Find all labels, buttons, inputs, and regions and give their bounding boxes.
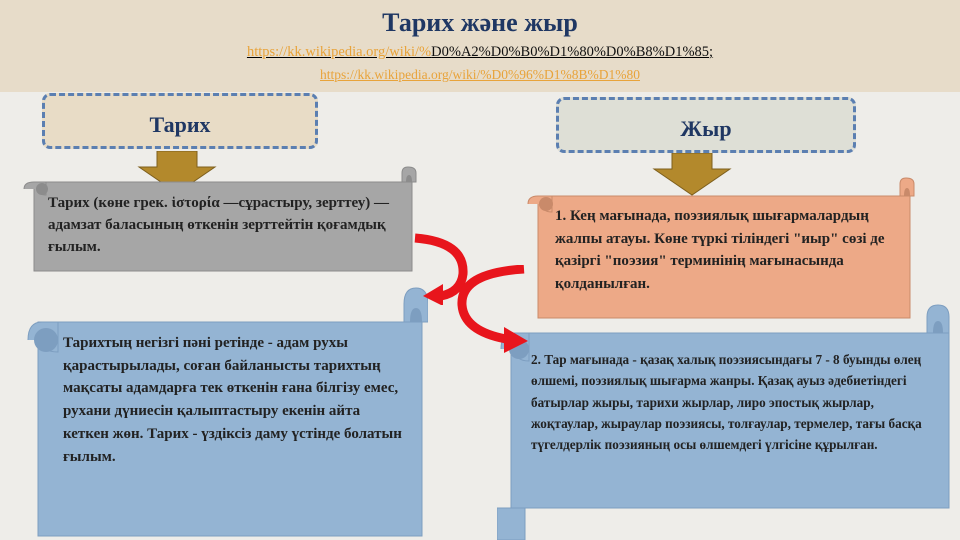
curved-arrow-to-history-subject bbox=[414, 233, 468, 305]
history-tag: Тарих bbox=[42, 93, 318, 149]
poem-down-arrow bbox=[652, 153, 732, 196]
page-title: Тарих және жыр bbox=[382, 8, 578, 37]
history-definition-text: Тарих (көне грек. ἱστορία —сұрастыру, зе… bbox=[48, 195, 390, 255]
history-down-arrow bbox=[137, 151, 217, 194]
link-separator: ; bbox=[709, 44, 714, 60]
poem-broad-scroll bbox=[527, 177, 915, 319]
history-definition-scroll bbox=[23, 166, 417, 272]
header-band: Тарих және жыр https://kk.wikipedia.org/… bbox=[0, 0, 960, 92]
history-subject-text: Тарихтың негізгі пәні ретінде - адам рух… bbox=[63, 335, 402, 465]
curved-arrow-to-poem-narrow bbox=[457, 265, 528, 353]
history-wiki-link[interactable]: https://kk.wikipedia.org/wiki/%D0%A2%D0%… bbox=[0, 44, 960, 61]
history-tag-label: Тарих bbox=[149, 112, 211, 137]
poem-tag: Жыр bbox=[556, 97, 856, 153]
history-wiki-link-part-a[interactable]: https://kk.wikipedia.org/wiki/% bbox=[246, 44, 432, 60]
poem-narrow-text: 2. Тар мағынада - қазақ халық поэзиясынд… bbox=[531, 352, 922, 453]
poem-broad-text: 1. Кең мағынада, поэзиялық шығармалардың… bbox=[555, 208, 885, 292]
poem-wiki-link[interactable]: https://kk.wikipedia.org/wiki/%D0%96%D1%… bbox=[320, 67, 640, 82]
history-subject-scroll bbox=[27, 287, 428, 537]
poem-tag-label: Жыр bbox=[680, 116, 732, 141]
history-wiki-link-part-b[interactable]: D0%A2%D0%B0%D1%80%D0%B8%D1%85 bbox=[431, 44, 710, 60]
